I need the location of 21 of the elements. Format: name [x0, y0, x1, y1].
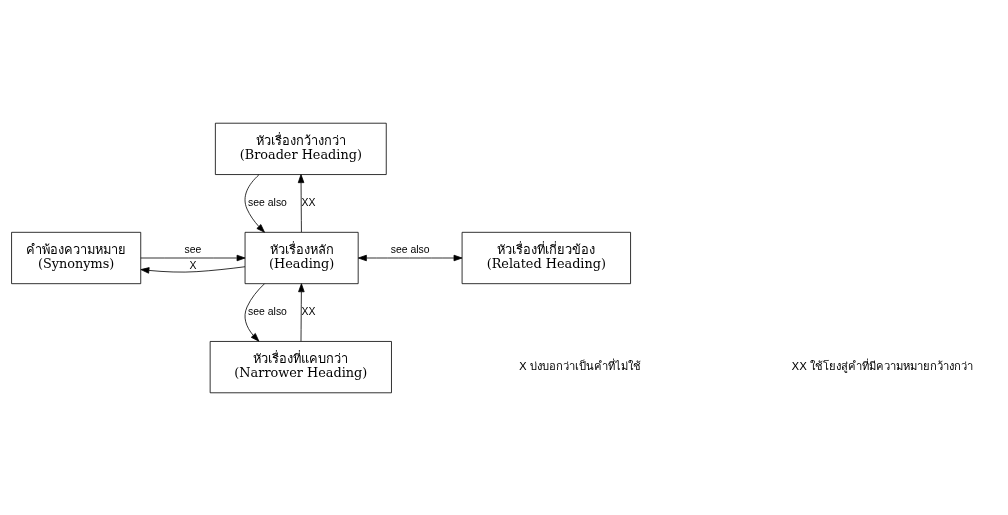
arrow: [140, 254, 246, 261]
node-box: หัวเรื่องกว้างกว่า (Broader Heading): [214, 122, 387, 175]
node-box: หัวเรื่องที่แคบกว่า (Narrower Heading): [209, 340, 392, 393]
edge-label: XX: [301, 305, 316, 317]
label: X บ่งบอกว่าเป็นคำที่ไม่ใช้: [518, 359, 642, 373]
arrow: [357, 254, 463, 261]
edge-label: see also: [248, 196, 287, 208]
node-box: หัวเรื่องหลัก (Heading): [244, 231, 359, 284]
edge-label: see also: [248, 305, 287, 317]
edge-label: see: [184, 243, 202, 255]
edge-label: see also: [390, 243, 430, 255]
arrow: [297, 173, 305, 232]
arrow: [298, 282, 305, 342]
arrow: [140, 265, 246, 274]
edge-label: X: [189, 259, 197, 271]
edge-label: XX: [301, 196, 316, 208]
node-box: หัวเรื่องที่เกี่ยวข้อง (Related Heading): [461, 231, 631, 284]
arrow: [244, 282, 265, 342]
label: XX ใช้โยงสู่คำที่มีความหมายกว้างกว่า: [791, 359, 974, 373]
arrow: [244, 173, 265, 233]
node-box: คำพ้องความหมาย (Synonyms): [11, 231, 142, 284]
